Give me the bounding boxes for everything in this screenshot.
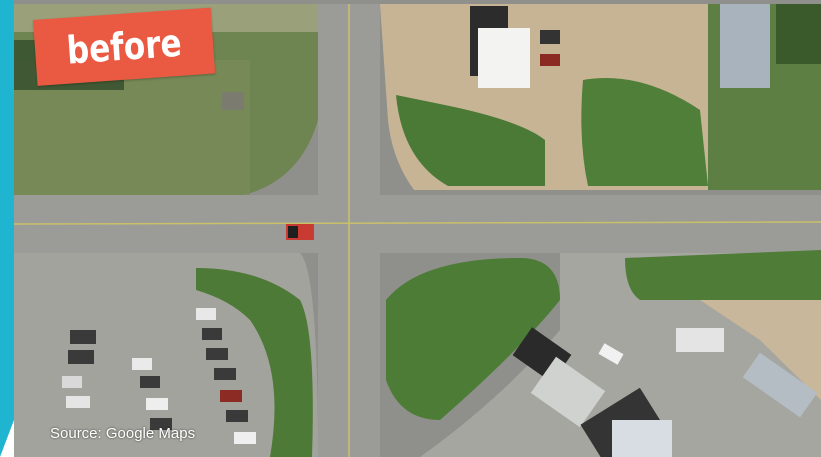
building-bottom-roof	[612, 420, 672, 457]
white-car	[598, 343, 624, 365]
source-caption: Source: Google Maps	[50, 425, 196, 442]
grass-strip-right	[625, 250, 821, 300]
small-structure	[222, 92, 244, 110]
truck-trailer	[676, 328, 724, 352]
dirt-patch-right	[700, 300, 821, 400]
building-white-roof	[478, 28, 530, 88]
vehicle-red-top-lot	[540, 54, 560, 66]
gas-station-canopy	[530, 356, 606, 428]
field-top-left-stripes	[14, 60, 250, 196]
vehicle-top-lot	[540, 30, 560, 44]
road-centerline-horizontal	[13, 221, 821, 225]
grass-island-top-middle	[396, 95, 545, 186]
frame-accent-corner	[0, 420, 14, 457]
grass-island-top-right	[581, 78, 708, 186]
frame-accent-bar	[0, 0, 14, 457]
building-metal-roof	[720, 4, 770, 88]
before-badge: before	[33, 7, 216, 86]
parked-cars	[62, 308, 256, 444]
before-badge-label: before	[65, 20, 183, 73]
grass-median-bottom-left	[196, 268, 313, 457]
grass-island-bottom-middle	[386, 258, 560, 420]
trees-top-right	[776, 4, 821, 64]
red-car-windshield	[288, 226, 298, 238]
truck-long-trailer	[742, 352, 818, 418]
